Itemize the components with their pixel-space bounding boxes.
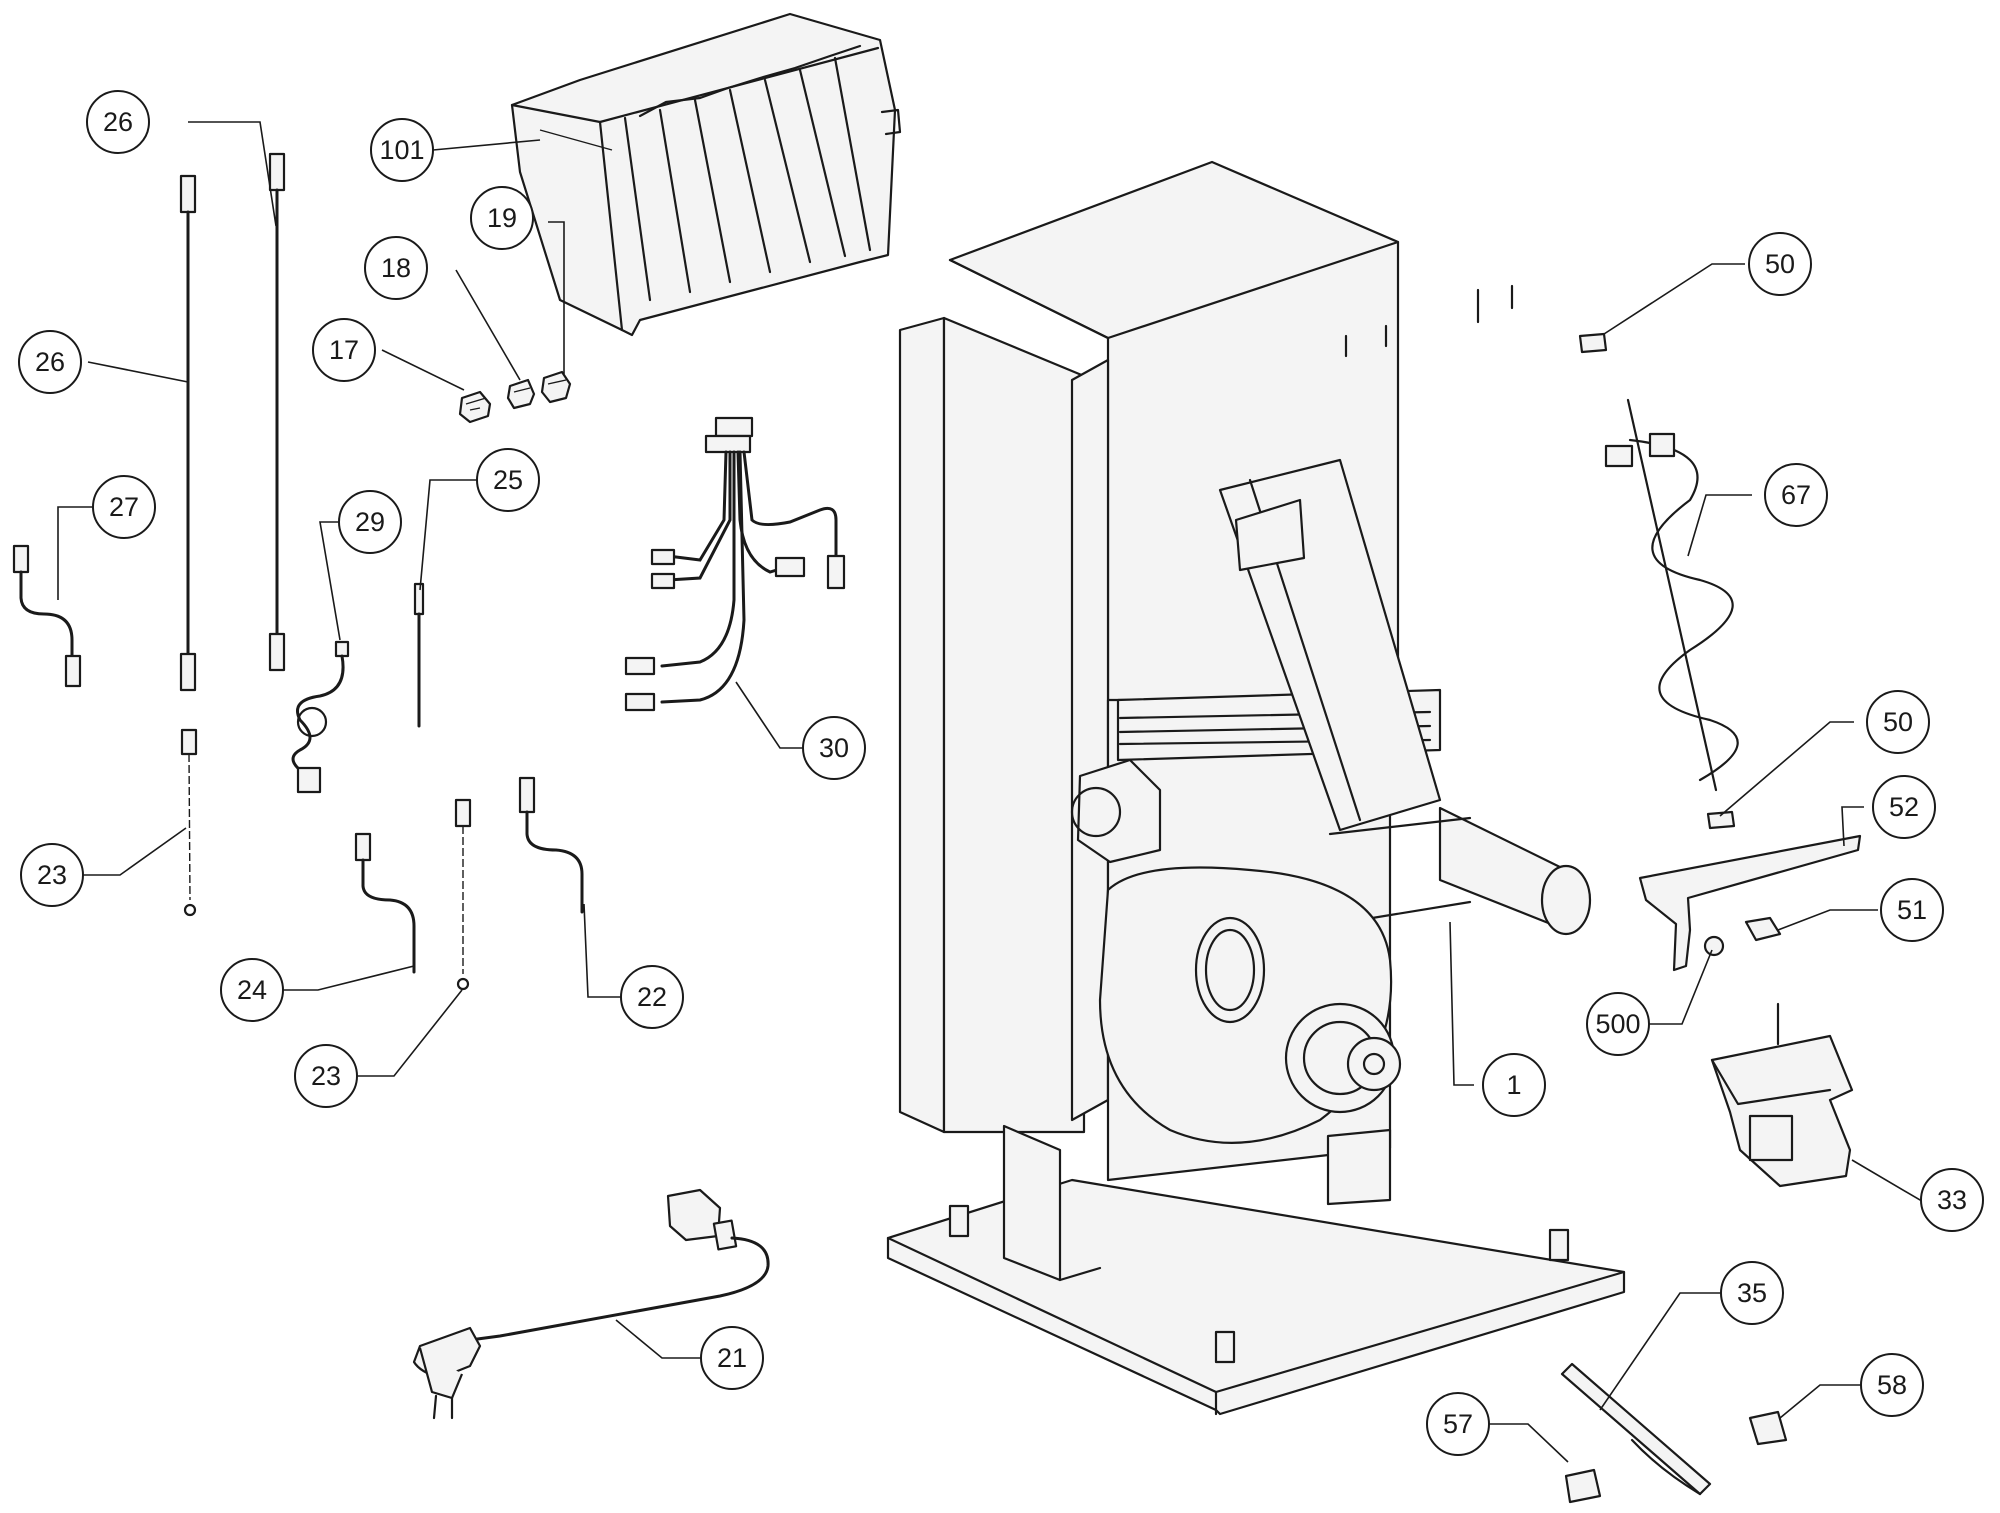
- callout-51: 51: [1880, 878, 1944, 942]
- callout-23-upper-label: 23: [37, 860, 67, 890]
- part-25-temperature-probe: [413, 582, 425, 728]
- callout-1-label: 1: [1506, 1070, 1521, 1100]
- part-33-gear-motor: [1710, 1002, 1854, 1188]
- callout-24-label: 24: [237, 975, 267, 1005]
- callout-22: 22: [620, 965, 684, 1029]
- part-21-power-cord: [412, 1188, 770, 1420]
- callout-30: 30: [802, 716, 866, 780]
- callout-26-upper-label: 26: [103, 107, 133, 137]
- callout-23-lower-label: 23: [311, 1061, 341, 1091]
- callout-50-upper: 50: [1748, 232, 1812, 296]
- part-57-fitting: [1564, 1468, 1602, 1504]
- part-24-sensor-cable: [354, 832, 416, 974]
- callout-22-label: 22: [637, 982, 667, 1012]
- callout-25: 25: [476, 448, 540, 512]
- part-50-bushing-upper: [1578, 332, 1608, 354]
- callout-19-label: 19: [487, 203, 517, 233]
- callout-50-lower: 50: [1866, 690, 1930, 754]
- callout-35-label: 35: [1737, 1278, 1767, 1308]
- callout-21-label: 21: [717, 1343, 747, 1373]
- part-23-ground-cable-upper: [180, 728, 198, 917]
- callout-50-upper-label: 50: [1765, 249, 1795, 279]
- callout-58-label: 58: [1877, 1370, 1907, 1400]
- callout-500: 500: [1586, 992, 1650, 1056]
- part-101-ribbed-cover: [510, 12, 902, 337]
- callout-33-label: 33: [1937, 1185, 1967, 1215]
- part-26-cable-right: [268, 152, 286, 672]
- part-58-clip: [1748, 1410, 1788, 1446]
- callout-23-lower: 23: [294, 1044, 358, 1108]
- callout-27-label: 27: [109, 492, 139, 522]
- part-67-feed-auger: [1604, 398, 1739, 792]
- callout-29: 29: [338, 490, 402, 554]
- part-27-short-cable: [12, 544, 82, 688]
- callout-500-label: 500: [1595, 1009, 1640, 1039]
- part-26-cable-left: [179, 174, 197, 692]
- callout-24: 24: [220, 958, 284, 1022]
- callout-57: 57: [1426, 1392, 1490, 1456]
- callout-52-label: 52: [1889, 792, 1919, 822]
- callout-67: 67: [1764, 463, 1828, 527]
- callout-23-upper: 23: [20, 843, 84, 907]
- part-18-terminal-connector: [506, 378, 536, 410]
- part-17-terminal-connector: [458, 390, 492, 424]
- callout-17: 17: [312, 318, 376, 382]
- callout-57-label: 57: [1443, 1409, 1473, 1439]
- callout-52: 52: [1872, 775, 1936, 839]
- callout-26-upper: 26: [86, 90, 150, 154]
- callout-101-label: 101: [379, 135, 424, 165]
- part-30-wiring-harness: [624, 416, 846, 712]
- callout-50-lower-label: 50: [1883, 707, 1913, 737]
- main-unit-housing: [886, 160, 1626, 1416]
- part-22-sensor-cable: [518, 776, 584, 914]
- part-23-ground-cable-lower: [454, 798, 472, 991]
- callout-27: 27: [92, 475, 156, 539]
- part-52-mounting-bracket: [1638, 834, 1862, 972]
- part-51-clip: [1744, 916, 1782, 942]
- callout-1: 1: [1482, 1053, 1546, 1117]
- callout-35: 35: [1720, 1261, 1784, 1325]
- callout-18-label: 18: [381, 253, 411, 283]
- part-500-nut: [1703, 935, 1725, 957]
- part-19-terminal-connector: [540, 370, 572, 404]
- callout-51-label: 51: [1897, 895, 1927, 925]
- part-35-cleaning-rod: [1560, 1362, 1712, 1496]
- callout-26-middle-label: 26: [35, 347, 65, 377]
- callout-18: 18: [364, 236, 428, 300]
- callout-101: 101: [370, 118, 434, 182]
- callout-21: 21: [700, 1326, 764, 1390]
- callout-30-label: 30: [819, 733, 849, 763]
- callout-25-label: 25: [493, 465, 523, 495]
- callout-67-label: 67: [1781, 480, 1811, 510]
- part-29-sensor-cable: [291, 640, 350, 794]
- callout-19: 19: [470, 186, 534, 250]
- callout-33: 33: [1920, 1168, 1984, 1232]
- callout-58: 58: [1860, 1353, 1924, 1417]
- callout-29-label: 29: [355, 507, 385, 537]
- callout-17-label: 17: [329, 335, 359, 365]
- callout-26-middle: 26: [18, 330, 82, 394]
